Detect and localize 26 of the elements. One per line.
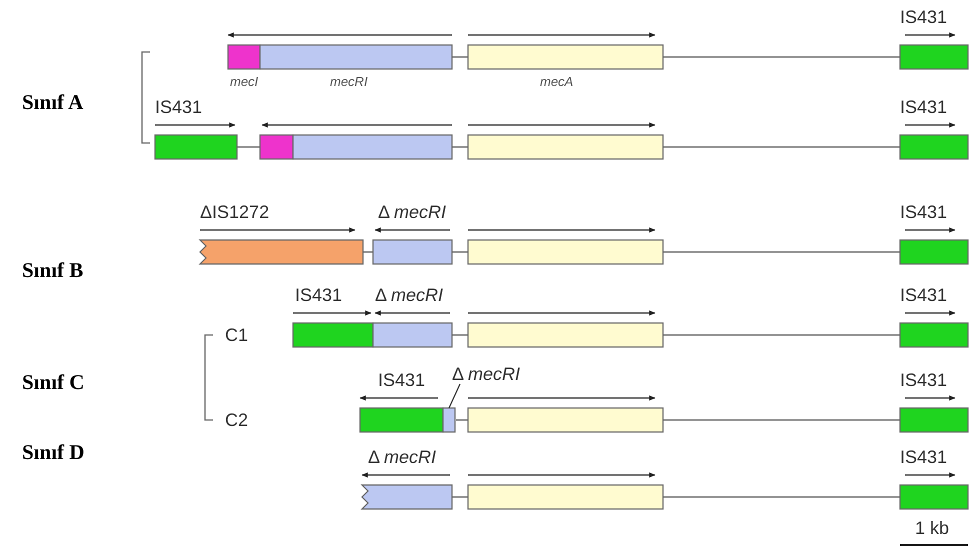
gene-label: mecI bbox=[230, 73, 258, 91]
gene-label: Δ mecRI bbox=[368, 447, 436, 467]
gene-box bbox=[442, 407, 456, 433]
gene-label: IS431 bbox=[155, 97, 202, 117]
gene-label: Δ mecRI bbox=[452, 364, 520, 384]
gene-label: mecRI bbox=[330, 73, 368, 91]
group-label: C1 bbox=[225, 325, 248, 345]
leader-line bbox=[448, 384, 461, 408]
gene-label: IS431 bbox=[900, 97, 948, 117]
gene-label: IS431 bbox=[900, 447, 948, 467]
gene-label: IS431 bbox=[295, 285, 342, 305]
gene-label: mecA bbox=[540, 73, 574, 91]
class-label: Sınıf D bbox=[22, 440, 84, 464]
group-label: C2 bbox=[225, 410, 248, 430]
gene-label: ΔIS1272 bbox=[200, 202, 270, 222]
class-label: Sınıf A bbox=[22, 90, 84, 114]
gene-label: IS431 bbox=[378, 370, 426, 390]
gene-label: IS431 bbox=[900, 202, 948, 222]
gene-label: Δ mecRI bbox=[378, 202, 446, 222]
gene-label: IS431 bbox=[900, 7, 948, 27]
gene-label: IS431 bbox=[900, 370, 948, 390]
gene-label: Δ mecRI bbox=[375, 285, 444, 305]
gene-label: IS431 bbox=[900, 285, 948, 305]
scale-label: 1 kb bbox=[915, 518, 950, 538]
class-label: Sınıf B bbox=[22, 258, 84, 282]
class-label: Sınıf C bbox=[22, 370, 84, 394]
